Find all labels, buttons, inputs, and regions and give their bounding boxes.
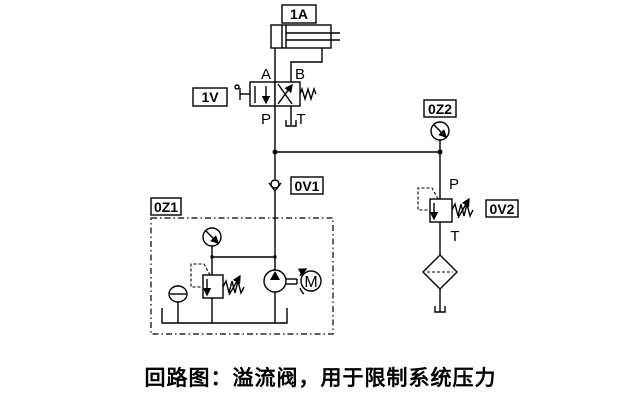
return-filter: [422, 254, 458, 313]
reservoir-icon: [161, 308, 288, 324]
tank-icon-filter: [434, 306, 446, 313]
junction-dot-4: [273, 255, 277, 259]
pilot-line-1: [190, 263, 211, 288]
cylinder-barrel: [270, 24, 332, 49]
tag-1v: 1V: [201, 89, 219, 105]
port-label-p: P: [261, 111, 271, 128]
pump-triangle-icon: [270, 271, 280, 280]
tank-icon-valve: [285, 120, 297, 127]
tag-0z2: 0Z2: [428, 101, 452, 117]
tag-box-0z1: [150, 197, 182, 216]
cylinder-1a: 1A: [270, 4, 340, 49]
directional-valve-1v: 1V A B P T: [192, 66, 317, 128]
power-unit-boundary: [150, 217, 334, 335]
relief-valve-body-1: [202, 274, 224, 299]
rotation-arc: [299, 287, 305, 295]
port-label-a: A: [261, 66, 271, 83]
tag-1a: 1A: [290, 6, 308, 22]
tag-0z1: 0Z1: [154, 199, 178, 215]
motor-letter: M: [304, 274, 317, 291]
check-ball-icon: [270, 179, 280, 189]
valve-envelope-left: [249, 81, 276, 107]
adjust-arrow-1: [228, 274, 241, 296]
tag-0v1: 0V1: [295, 178, 320, 194]
tag-box-0v2: [485, 199, 519, 218]
port-label-b: B: [295, 66, 305, 83]
lever-knob-icon: [234, 84, 240, 90]
gauge-0z2: 0Z2: [423, 99, 457, 152]
rotation-arrow-icon: [297, 268, 308, 277]
check-valve-0v1: 0V1: [268, 176, 324, 195]
line-b: [290, 48, 323, 82]
diagram-caption: 回路图：溢流阀，用于限制系统压力: [144, 365, 497, 390]
port-label-t: T: [296, 111, 305, 128]
cross-flow-2: [277, 83, 293, 105]
relief-valve-0v2: P 0V2 T: [417, 152, 519, 255]
tag-box-0v1: [290, 176, 324, 195]
return-spring-icon: [299, 86, 317, 102]
junction-dot-1: [272, 149, 278, 155]
gauge-needle-2: [433, 124, 447, 138]
tag-box-0z2: [423, 99, 457, 118]
tag-0v2: 0V2: [490, 201, 515, 217]
pilot-line-2: [417, 187, 439, 211]
adjust-arrow-2: [457, 197, 470, 219]
gauge-needle-1: [205, 230, 219, 244]
tag-box-1a: [281, 4, 317, 24]
power-unit-0z1: 0Z1 M: [150, 197, 334, 335]
tag-box-1v: [192, 87, 228, 107]
relief-port-t: T: [450, 228, 459, 245]
relief-port-p: P: [449, 176, 459, 193]
